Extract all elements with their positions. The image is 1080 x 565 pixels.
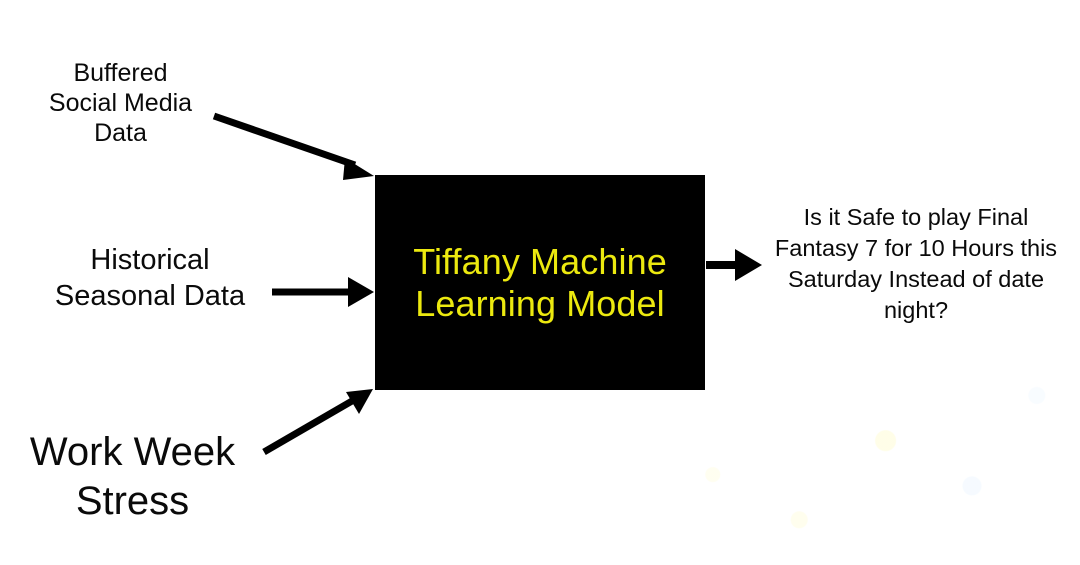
- input-label-work-week-stress: Work Week Stress: [29, 430, 236, 523]
- model-box: Tiffany Machine Learning Model: [375, 175, 705, 390]
- output-label-model-question: Is it Safe to play Final Fantasy 7 for 1…: [774, 204, 1058, 323]
- input-label-historical-seasonal-data: Historical Seasonal Data: [54, 244, 246, 312]
- arrow-work-week-stress: [262, 389, 373, 456]
- input-label-buffered-social-media-data: Buffered Social Media Data: [48, 59, 193, 147]
- arrow-model-output: [706, 249, 762, 281]
- arrow-buffered-social-media-data: [212, 112, 374, 180]
- model-box-label: Tiffany Machine Learning Model: [413, 240, 667, 324]
- arrow-historical-seasonal-data: [272, 277, 374, 307]
